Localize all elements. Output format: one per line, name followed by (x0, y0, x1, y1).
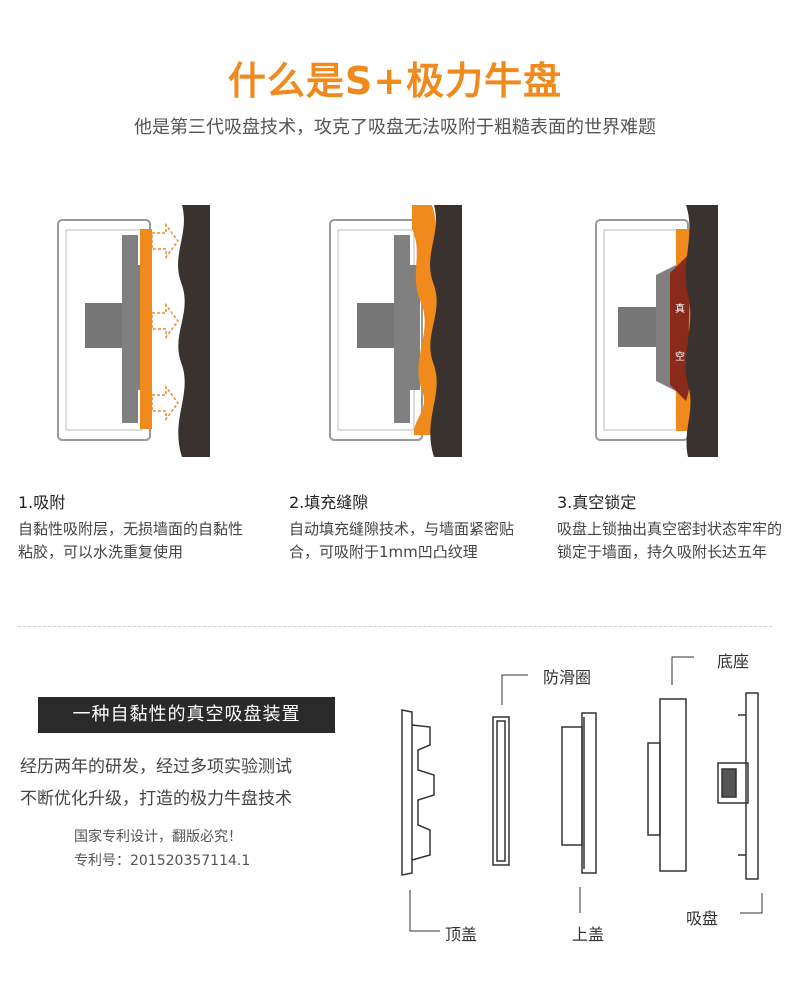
product-banner: 一种自黏性的真空吸盘装置 (38, 697, 335, 733)
step-2-title: 2.填充缝隙 (289, 493, 369, 512)
page-title: 什么是S+极力牛盘 (227, 59, 563, 103)
patent-number: 专利号：201520357114.1 (74, 853, 251, 869)
vacuum-label-2: 空 (675, 352, 685, 363)
label-anti-slip-ring: 防滑圈 (543, 668, 592, 687)
label-top-cap: 顶盖 (445, 925, 478, 944)
step-1-desc: 自黏性吸附层，无损墙面的自黏性粘胶，可以水洗重复使用 (18, 520, 244, 561)
diagram-adhesion (57, 205, 210, 457)
section-divider (18, 626, 772, 627)
step-3-title: 3.真空锁定 (557, 493, 637, 512)
label-base: 底座 (717, 652, 750, 671)
parts-exploded-view (401, 656, 763, 932)
product-lead-2: 不断优化升级，打造的极力牛盘技术 (20, 789, 292, 809)
step-3-desc: 吸盘上锁抽出真空密封状态牢牢的锁定于墙面，持久吸附长达五年 (557, 520, 783, 561)
step-1-title: 1.吸附 (18, 493, 66, 512)
label-upper-cap: 上盖 (572, 925, 605, 944)
diagram-fill-gaps (329, 205, 462, 457)
patent-notice: 国家专利设计，翻版必究！ (74, 829, 242, 845)
diagram-vacuum-lock (595, 205, 718, 457)
label-suction-cup: 吸盘 (686, 909, 719, 928)
step-2-desc: 自动填充缝隙技术，与墙面紧密贴合，可吸附于1mm凹凸纹理 (289, 520, 515, 561)
vacuum-label-1: 真 (675, 304, 685, 315)
product-lead-1: 经历两年的研发，经过多项实验测试 (20, 757, 292, 777)
page-subtitle: 他是第三代吸盘技术，攻克了吸盘无法吸附于粗糙表面的世界难题 (134, 117, 656, 138)
